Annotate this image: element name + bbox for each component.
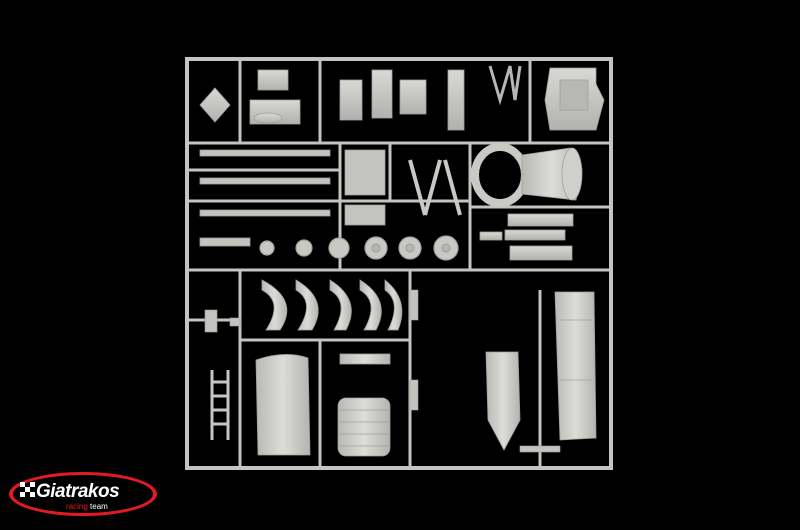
sprue-parts-fuselage <box>485 291 597 451</box>
sprue-parts-small <box>204 289 561 453</box>
sprue-parts-ribbed <box>337 353 391 457</box>
sprue-parts-strips <box>479 213 574 261</box>
checkered-flag-icon <box>20 482 35 497</box>
logo-brand-name: Giatrakos <box>36 481 120 502</box>
sprue-parts-nozzle <box>471 143 583 207</box>
sprue-parts-ladder <box>210 370 230 440</box>
giatrakos-logo <box>9 472 157 516</box>
sprue-parts-wheels <box>259 235 459 261</box>
sprue-parts-middle <box>199 149 462 247</box>
logo-tagline-red: racing <box>66 502 88 511</box>
sprue-frame <box>185 57 613 470</box>
logo-tagline-white: team <box>90 502 108 511</box>
logo-tagline: racing team <box>66 502 108 511</box>
sprue-parts-curved-panels <box>261 279 403 331</box>
sprue-parts-large-panel <box>255 354 311 456</box>
sprue-parts-top <box>199 65 605 131</box>
